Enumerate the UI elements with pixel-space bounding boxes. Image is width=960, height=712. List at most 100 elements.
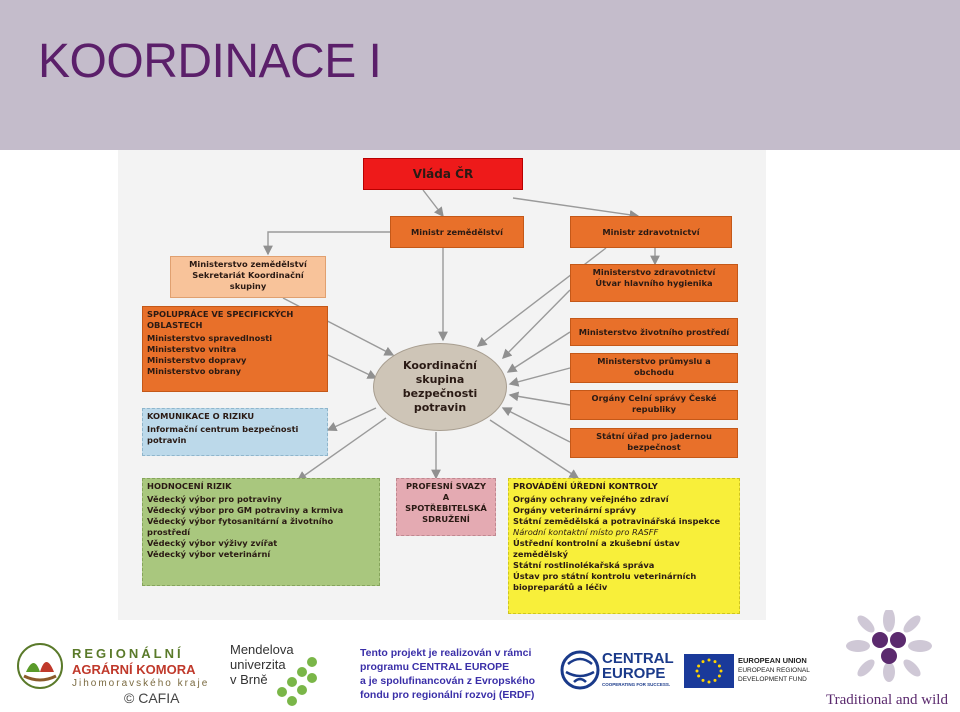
central-europe-line-1: CENTRAL	[602, 650, 674, 667]
connector-spoluprace-center	[327, 354, 378, 379]
eu-line-3: DEVELOPMENT FUND	[738, 676, 807, 683]
celni-sprava-box: Orgány Celní správy České republiky	[570, 390, 738, 420]
connector-mzp-center	[506, 331, 571, 373]
rak-line-2: AGRÁRNÍ KOMORA	[72, 662, 196, 677]
connector-mzd-center	[502, 289, 571, 359]
sujb-line-1: Státní úřad pro jadernou	[596, 431, 712, 441]
provadeni-heading: PROVÁDĚNÍ ÚŘEDNÍ KONTROLY	[513, 481, 658, 491]
sujb-line-2: bezpečnost	[627, 442, 681, 452]
hodnoceni-item: Vědecký výbor fytosanitární a životního	[147, 516, 334, 526]
komunikace-box: KOMUNIKACE O RIZIKU Informační centrum b…	[142, 408, 328, 456]
center-line-1: Koordinační	[403, 359, 477, 372]
spoluprace-item: Ministerstvo vnitra	[147, 344, 237, 354]
connector-sujb-center	[501, 407, 571, 443]
central-europe-tagline: COOPERATING FOR SUCCESS.	[602, 682, 671, 687]
slide-title: KOORDINACE I	[38, 35, 382, 88]
hodnoceni-heading: HODNOCENÍ RIZIK	[147, 481, 232, 491]
spoluprace-item: Ministerstvo dopravy	[147, 355, 247, 365]
mzp-line-1: Ministerstvo životního prostředí	[578, 327, 730, 337]
mzp-box: Ministerstvo životního prostředí	[570, 318, 738, 346]
provadeni-item: Národní kontaktní místo pro RASFF	[513, 527, 659, 537]
central-europe-globe-icon	[560, 650, 600, 690]
coordination-diagram: Vláda ČR Ministr zemědělství Ministr zdr…	[118, 150, 766, 620]
mpo-box: Ministerstvo průmyslu a obchodu	[570, 353, 738, 383]
mendelu-logo: Mendelova univerzita v Brně	[228, 640, 328, 710]
mzd-line-2: Útvar hlavního hygienika	[595, 278, 713, 288]
mzd-line-1: Ministerstvo zdravotnictví	[592, 267, 716, 277]
center-line-2: skupina	[415, 373, 465, 386]
komunikace-item: Informační centrum bezpečnosti	[147, 424, 299, 434]
eu-line-2: EUROPEAN REGIONAL	[738, 667, 810, 674]
celni-line-2: republiky	[631, 404, 677, 414]
profesni-line-3: SPOTŘEBITELSKÁ	[405, 503, 487, 513]
project-line-3: a je spolufinancován z Evropského	[360, 675, 536, 687]
profesni-line-1: PROFESNÍ SVAZY	[405, 481, 487, 491]
eu-flag-icon	[684, 654, 734, 688]
eu-line-1: EUROPEAN UNION	[738, 656, 807, 665]
cafia-copyright: © CAFIA	[124, 690, 180, 706]
connector-vlada-minister-zem	[422, 189, 444, 218]
celni-line-1: Orgány Celní správy České	[591, 393, 717, 403]
vlada-box: Vláda ČR	[363, 158, 523, 190]
provadeni-item: Ústav pro státní kontrolu veterinárních	[513, 571, 697, 581]
connector-center-hodnoceni	[296, 417, 387, 481]
central-europe-line-2: EUROPE	[602, 665, 666, 682]
central-europe-logo: CENTRAL EUROPE COOPERATING FOR SUCCESS.	[560, 648, 676, 692]
ministerstvo-zemedelstvi-box: Ministerstvo zemědělství Sekretariát Koo…	[170, 256, 326, 298]
mendelu-dots-icon	[277, 657, 317, 706]
provadeni-item: zemědělský	[513, 549, 569, 559]
spoluprace-item: Ministerstvo obrany	[147, 366, 242, 376]
project-text: Tento projekt je realizován v rámci prog…	[360, 646, 550, 708]
rak-line-1: REGIONÁLNÍ	[72, 646, 184, 661]
profesni-line-2: A	[442, 492, 450, 502]
regionalni-agrarni-komora-logo: REGIONÁLNÍ AGRÁRNÍ KOMORA Jihomoravského…	[16, 640, 216, 710]
hodnoceni-item: prostředí	[147, 527, 191, 537]
rak-leaf-icon	[17, 643, 63, 689]
sujb-box: Státní úřad pro jadernou bezpečnost	[570, 428, 738, 458]
provadeni-item: Ústřední kontrolní a zkušební ústav	[513, 538, 680, 548]
provadeni-item: biopreparátů a léčiv	[513, 582, 608, 592]
project-line-2: programu CENTRAL EUROPE	[360, 661, 510, 673]
hodnoceni-item: Vědecký výbor veterinární	[147, 549, 271, 559]
komunikace-item: potravin	[147, 435, 187, 445]
rak-line-3: Jihomoravského kraje	[72, 678, 210, 689]
profesni-line-4: SDRUŽENÍ	[422, 514, 470, 524]
mendelu-line-2: univerzita	[230, 657, 286, 672]
center-line-4: potravin	[413, 401, 467, 414]
connector-center-provadeni	[489, 419, 580, 479]
slide-header: KOORDINACE I	[0, 0, 960, 150]
traditional-and-wild-flower-icon	[846, 610, 932, 682]
mze-line-1: Ministerstvo zemědělství	[189, 259, 307, 269]
koordinacni-skupina-ellipse: Koordinační skupina bezpečnosti potravin	[373, 343, 507, 431]
project-line-1: Tento projekt je realizován v rámci	[360, 647, 532, 659]
provadeni-item: Orgány veterinární správy	[513, 505, 637, 515]
provadeni-item: Státní rostlinolékařská správa	[513, 560, 655, 570]
hodnoceni-rizik-box: HODNOCENÍ RIZIK Vědecký výbor pro potrav…	[142, 478, 380, 586]
spoluprace-box: SPOLUPRÁCE VE SPECIFICKÝCH OBLASTECH Min…	[142, 306, 328, 392]
connector-minister-mze	[263, 231, 390, 256]
mendelu-line-1: Mendelova	[230, 642, 294, 657]
connector-vlada-minister-zdr	[512, 197, 640, 220]
provadeni-item: Orgány ochrany veřejného zdraví	[513, 494, 669, 504]
spoluprace-heading-1: SPOLUPRÁCE VE SPECIFICKÝCH	[147, 309, 294, 319]
traditional-and-wild-logo: Traditional and wild	[822, 610, 956, 710]
provadeni-kontroly-box: PROVÁDĚNÍ ÚŘEDNÍ KONTROLY Orgány ochrany…	[508, 478, 740, 614]
connector-celni-center	[508, 391, 571, 406]
provadeni-item: Státní zemědělská a potravinářská inspek…	[513, 516, 721, 526]
hodnoceni-item: Vědecký výbor pro GM potraviny a krmiva	[147, 505, 344, 515]
eu-flag-logo: EUROPEAN UNION EUROPEAN REGIONAL DEVELOP…	[684, 652, 810, 692]
mze-line-2: Sekretariát Koordinační	[192, 270, 304, 280]
mpo-line-2: obchodu	[633, 367, 674, 377]
mendelu-line-3: v Brně	[230, 672, 268, 687]
hodnoceni-item: Vědecký výbor výživy zvířat	[147, 538, 278, 548]
minister-zemedelstvi-box: Ministr zemědělství	[390, 216, 524, 248]
spoluprace-heading-2: OBLASTECH	[147, 320, 203, 330]
komunikace-heading: KOMUNIKACE O RIZIKU	[147, 411, 255, 421]
mpo-line-1: Ministerstvo průmyslu a	[597, 356, 711, 366]
minister-zdravotnictvi-box: Ministr zdravotnictví	[570, 216, 732, 248]
spoluprace-item: Ministerstvo spravedlnosti	[147, 333, 273, 343]
connector-mpo-center	[508, 367, 571, 387]
ministerstvo-zdravotnictvi-box: Ministerstvo zdravotnictví Útvar hlavníh…	[570, 264, 738, 302]
project-line-4: fondu pro regionální rozvoj (ERDF)	[360, 689, 535, 701]
connector-center-komunikace	[326, 407, 377, 431]
